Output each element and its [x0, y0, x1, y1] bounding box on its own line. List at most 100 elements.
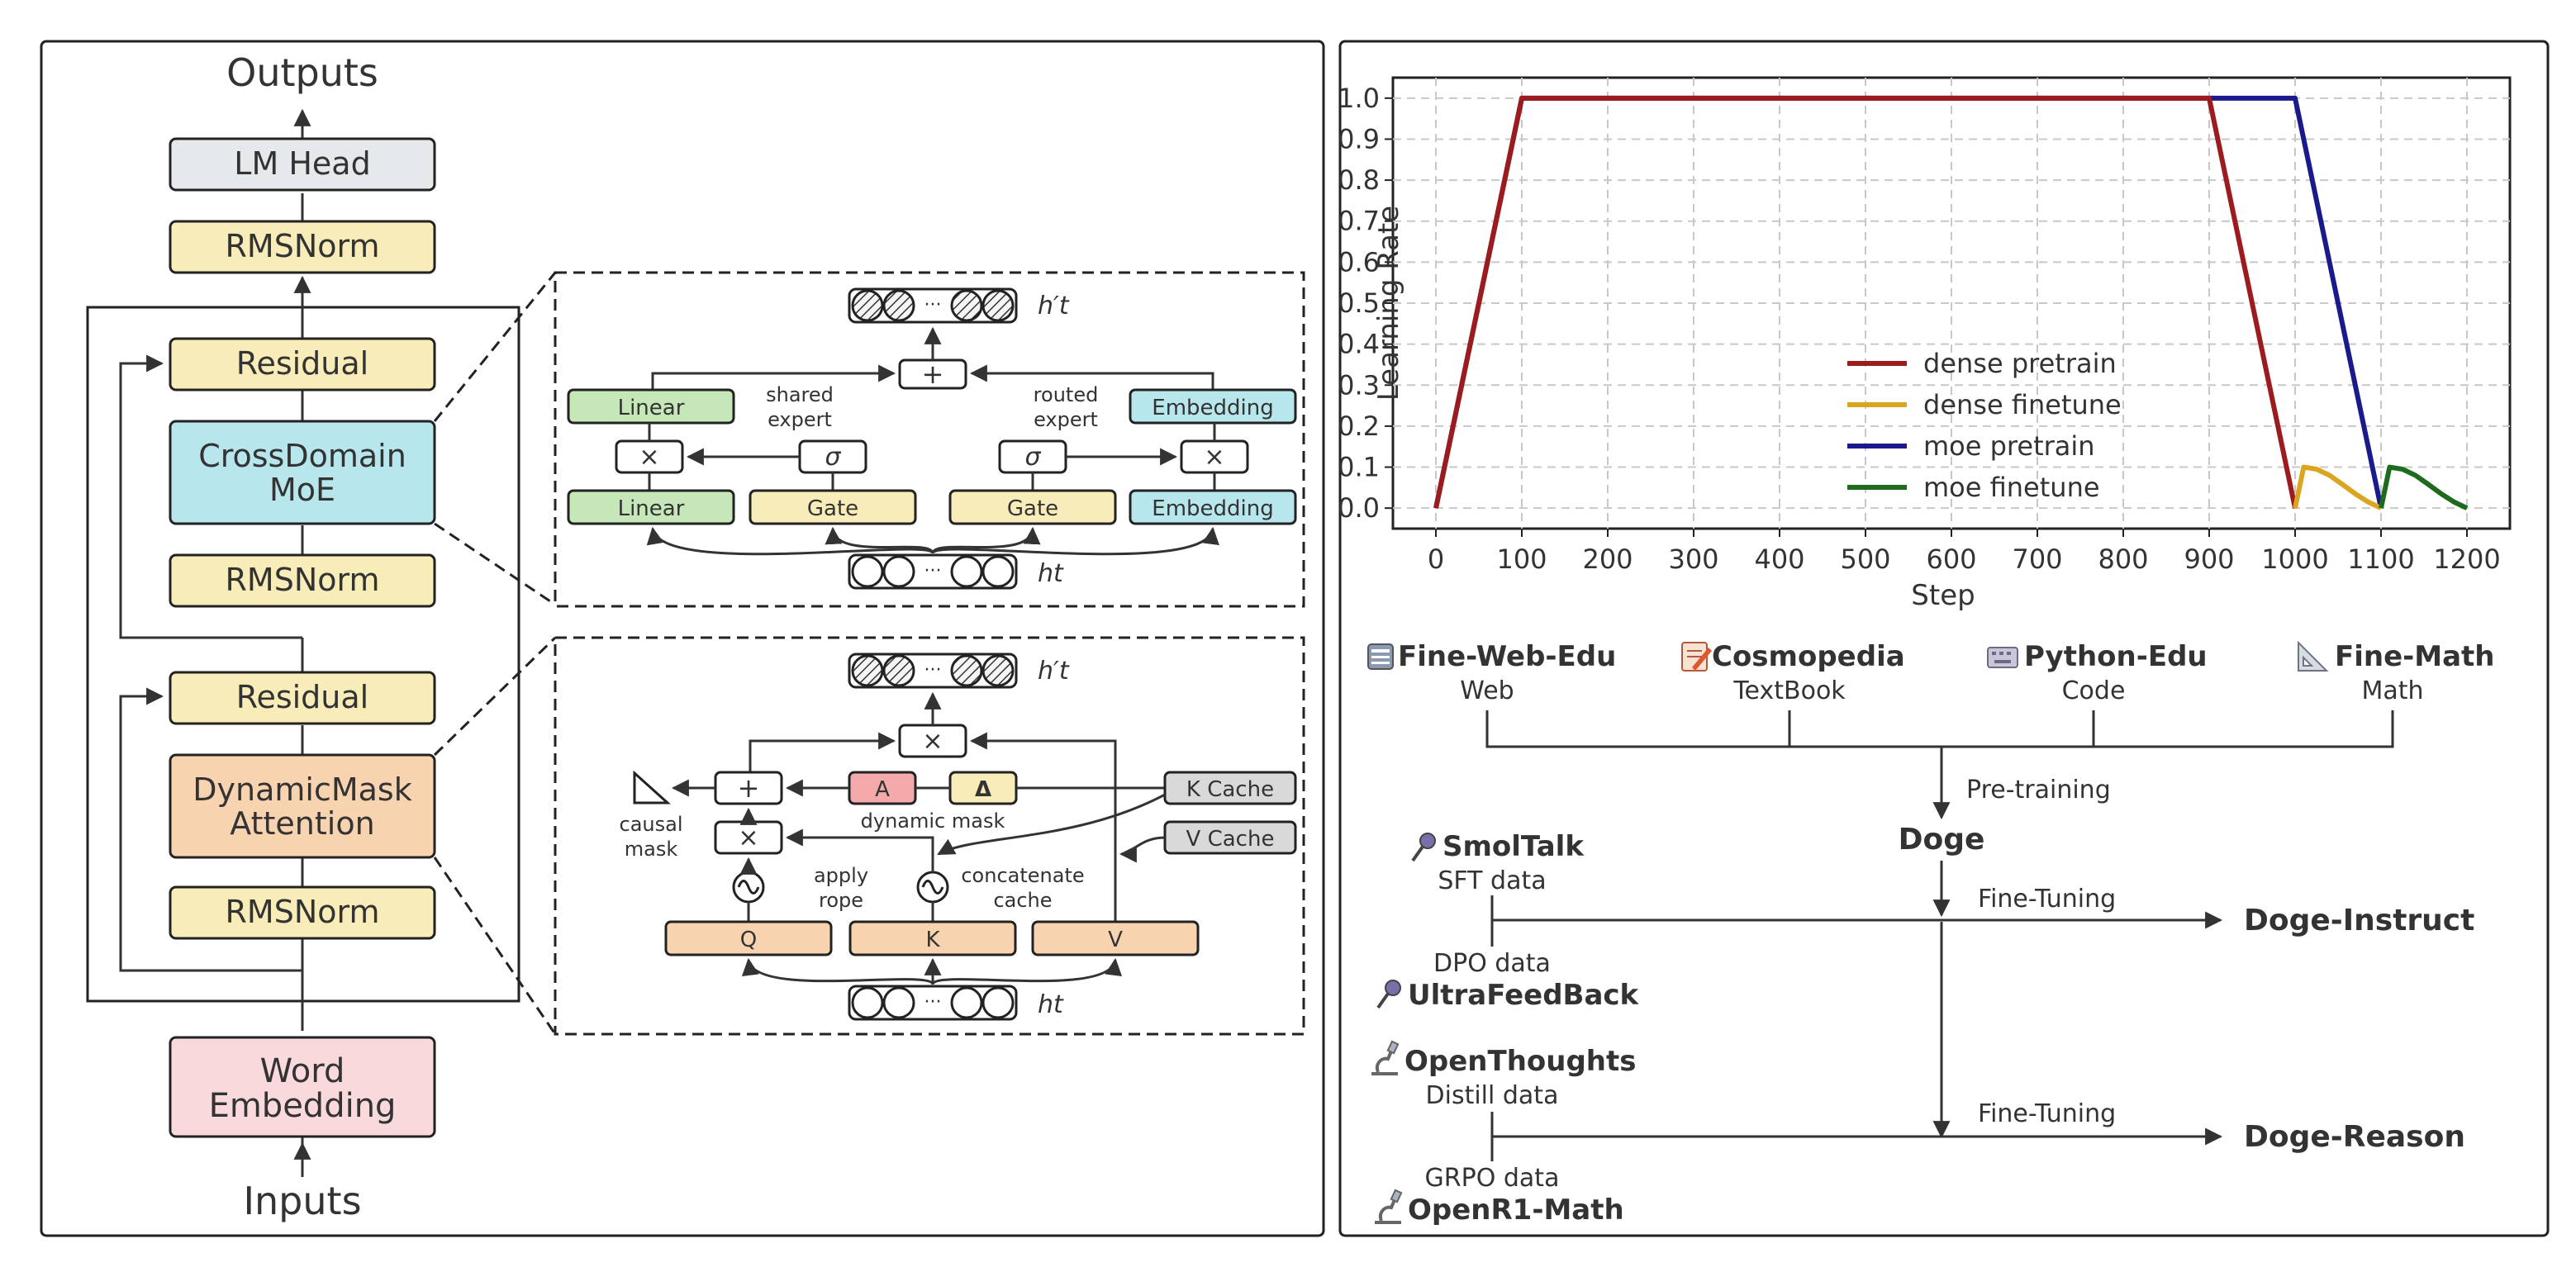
routed-label-2: expert — [1034, 408, 1098, 431]
chart-legend: dense pretrain dense finetune moe pretrain… — [1847, 348, 2122, 503]
moe-out-dots: ··· — [924, 295, 942, 316]
moe-linear-bottom — [567, 489, 735, 525]
apply-rope-label-1: apply — [814, 864, 868, 887]
x-tick-label: 500 — [1840, 543, 1890, 575]
residual-lower-block — [169, 671, 436, 725]
y-tick-label: 1.0 — [1338, 83, 1380, 114]
moe-embedding-bottom — [1129, 489, 1297, 525]
dataset-type-textbook: TextBook — [1732, 676, 1846, 705]
training-pipeline: Fine-Web-Edu Web Cosmopedia TextBook Pyt… — [1367, 640, 2495, 1227]
x-tick-label: 1100 — [2347, 543, 2414, 575]
moe-gate-left-label: Gate — [807, 496, 858, 521]
legend-label-dense-pretrain: dense pretrain — [1923, 348, 2117, 379]
y-tick-label: 0.4 — [1338, 329, 1380, 360]
inputs-label: Inputs — [243, 1179, 361, 1223]
series-line-dense-pretrain — [1433, 95, 2298, 509]
shared-label-2: expert — [768, 408, 832, 431]
y-tick-label: 0.3 — [1338, 369, 1380, 401]
q-label: Q — [740, 928, 757, 952]
pretraining-label: Pre-training — [1966, 776, 2111, 804]
dataset-type-code: Code — [2062, 676, 2126, 705]
attn-times-mid-symbol: × — [738, 823, 758, 852]
moe-gate-left — [749, 489, 917, 525]
chart-ylabel: Learning Rate — [1372, 206, 1405, 401]
v-cache-label: V Cache — [1186, 827, 1275, 852]
rmsnorm-top-block — [169, 220, 436, 274]
openr1-math-label: OpenR1-Math — [1408, 1194, 1624, 1227]
dynamicmask-attention-block — [169, 753, 436, 859]
residual-lower-label: Residual — [236, 679, 368, 715]
attn-delta-label: Δ — [975, 777, 991, 802]
concat-label-2: cache — [993, 889, 1052, 912]
dynamic-mask-label: dynamic mask — [861, 809, 1005, 833]
moe-gate-right-label: Gate — [1007, 496, 1058, 521]
dataset-name-cosmopedia: Cosmopedia — [1712, 640, 1905, 673]
embed-label-2: Embedding — [209, 1087, 397, 1125]
chart-xlabel: Step — [1911, 579, 1975, 612]
concat-label-1: concatenate — [961, 864, 1084, 887]
grpo-data-label: GRPO data — [1425, 1164, 1560, 1193]
attn-label-2: Attention — [230, 805, 374, 842]
smoltalk-label: SmolTalk — [1442, 830, 1585, 863]
moe-detail: ··· h′t + Linear Embedding shared expert… — [554, 271, 1305, 608]
k-label: K — [925, 928, 940, 952]
routed-label-1: routed — [1034, 383, 1099, 406]
moe-times-left-symbol: × — [639, 443, 659, 472]
x-tick-label: 300 — [1668, 543, 1718, 575]
moe-linear-bottom-label: Linear — [618, 496, 685, 521]
web-icon — [1367, 643, 1394, 670]
causal-mask-icon — [633, 770, 671, 804]
dataset-name-python-edu: Python-Edu — [2024, 640, 2208, 673]
moe-linear-top — [567, 388, 735, 425]
rmsnorm-mid-label: RMSNorm — [226, 562, 380, 598]
lm-head-block — [169, 137, 436, 192]
legend-label-dense-finetune: dense finetune — [1923, 389, 2122, 420]
causal-label-2: mask — [625, 838, 678, 861]
moe-embedding-top — [1129, 388, 1297, 425]
right-panel-frame — [1338, 40, 2550, 1237]
rmsnorm-bottom-block — [169, 885, 436, 940]
k-block — [848, 920, 1017, 956]
v-block — [1031, 920, 1200, 956]
dataset-name-fineweb: Fine-Web-Edu — [1398, 640, 1616, 673]
k-cache-block — [1163, 771, 1297, 805]
attn-in-dots: ··· — [924, 992, 942, 1013]
attn-label-1: DynamicMask — [192, 771, 411, 808]
mic-icon-smoltalk — [1411, 833, 1436, 862]
moe-embedding-top-label: Embedding — [1152, 396, 1273, 420]
x-tick-label: 700 — [2012, 543, 2062, 575]
word-embedding-block — [169, 1036, 436, 1138]
x-tick-label: 100 — [1496, 543, 1547, 575]
v-label: V — [1108, 928, 1123, 952]
moe-sigma-left-symbol: σ — [825, 443, 841, 472]
legend-label-moe-finetune: moe finetune — [1923, 472, 2100, 503]
mic-icon-ultrafeedback — [1376, 980, 1401, 1009]
y-tick-label: 0.2 — [1338, 411, 1380, 442]
x-tick-label: 800 — [2098, 543, 2148, 575]
attn-plus-symbol: + — [738, 772, 760, 804]
dpo-data-label: DPO data — [1433, 949, 1551, 978]
y-tick-label: 0.8 — [1338, 164, 1380, 196]
dataset-name-fine-math: Fine-Math — [2335, 640, 2495, 673]
y-tick-label: 0.1 — [1338, 452, 1380, 483]
attention-detail: ··· h′t × + causal mask A Δ dynamic mask… — [554, 636, 1305, 1036]
x-tick-label: 400 — [1754, 543, 1804, 575]
attn-out-dots: ··· — [924, 660, 942, 681]
distill-data-label: Distill data — [1426, 1081, 1559, 1110]
y-tick-label: 0.6 — [1338, 246, 1380, 278]
attn-h-in-label: ht — [1038, 990, 1064, 1019]
x-tick-label: 200 — [1582, 543, 1633, 575]
finetuning-label-2: Fine-Tuning — [1978, 1099, 2116, 1128]
legend-label-moe-pretrain: moe pretrain — [1923, 430, 2095, 462]
moe-linear-top-label: Linear — [618, 396, 685, 420]
lm-head-label: LM Head — [234, 145, 370, 182]
crossdomain-moe-block — [169, 420, 436, 525]
attn-times-top-symbol: × — [922, 727, 943, 756]
textbook-icon — [1681, 642, 1712, 672]
doge-model-label: Doge — [1899, 823, 1985, 857]
dataset-type-math: Math — [2361, 676, 2423, 705]
y-tick-label: 0.5 — [1338, 287, 1380, 319]
